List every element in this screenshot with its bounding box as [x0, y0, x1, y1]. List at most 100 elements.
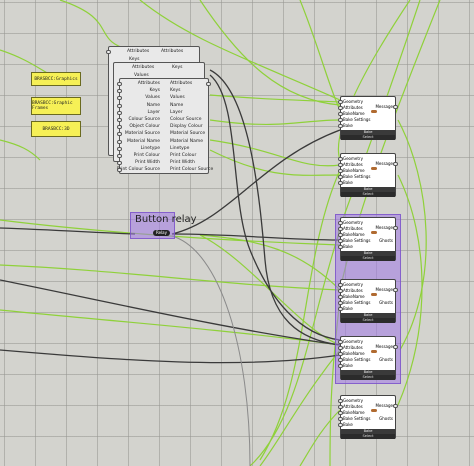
panel-3d[interactable]: BRASBCC:3D [31, 121, 81, 137]
panel-graphics[interactable]: BRASBCC:Graphics [31, 72, 81, 86]
bake-input-port[interactable] [338, 295, 343, 299]
select-button[interactable]: Select [341, 434, 395, 439]
bake-input-port[interactable] [338, 346, 343, 350]
output-label: Attributes [170, 81, 193, 86]
bake-footer: Bake [341, 313, 395, 318]
panel-graphic-frames[interactable]: BRASBCC:Graphic Frames [31, 97, 81, 115]
bake-input-label: BakeName [343, 232, 365, 237]
bake-output-ghosts: Ghosts [379, 238, 393, 243]
bake-input-port[interactable] [338, 417, 343, 421]
input-port[interactable] [117, 103, 122, 108]
gray-wires [171, 235, 251, 466]
bake-input-port[interactable] [338, 181, 343, 185]
bake-input-label: Attributes [343, 162, 363, 167]
input-port[interactable] [117, 89, 122, 94]
bake-input-label: Geometry [343, 398, 363, 403]
panel-text: BRASBCC:3D [42, 126, 70, 132]
bake-input-port[interactable] [338, 399, 343, 403]
bake-input-port[interactable] [338, 112, 343, 116]
bake-input-port[interactable] [338, 352, 343, 356]
bake-input-label: Geometry [343, 220, 363, 225]
green-wires [0, 0, 441, 466]
bake-output-ghosts: Ghosts [379, 357, 393, 362]
bake-input-label: Attributes [343, 345, 363, 350]
bake-input-port[interactable] [338, 157, 343, 161]
bake-cow-icon [371, 293, 377, 296]
bake-output-port[interactable] [393, 288, 398, 292]
bake-input-port[interactable] [338, 163, 343, 167]
bake-input-port[interactable] [338, 358, 343, 362]
bake-input-port[interactable] [338, 301, 343, 305]
input-port[interactable] [117, 161, 122, 166]
bake-input-port[interactable] [338, 227, 343, 231]
bake-output-port[interactable] [393, 162, 398, 166]
input-port[interactable] [117, 96, 122, 101]
bake-input-port[interactable] [338, 423, 343, 427]
input-port[interactable] [117, 82, 122, 86]
select-button[interactable]: Select [341, 318, 395, 323]
panel-text: BRASBCC:Graphic Frames [32, 101, 73, 111]
input-port[interactable] [117, 168, 122, 173]
bake-input-port[interactable] [338, 239, 343, 243]
output-label: Keys [172, 65, 183, 70]
bake-input-port[interactable] [338, 221, 343, 225]
select-button[interactable]: Select [341, 375, 395, 380]
input-port[interactable] [117, 146, 122, 151]
button-relay-group[interactable] [130, 212, 175, 239]
wire [249, 229, 341, 466]
bake-output-message: Message [375, 403, 393, 408]
output-label: Display Colour [170, 124, 203, 130]
bake-output-port[interactable] [393, 105, 398, 109]
wire [259, 169, 341, 461]
bake-input-port[interactable] [338, 169, 343, 173]
bake-input-port[interactable] [338, 106, 343, 110]
input-label: Print Colour Source [116, 167, 160, 173]
input-port[interactable] [117, 154, 122, 158]
bake-input-port[interactable] [338, 124, 343, 128]
wire [209, 69, 341, 346]
bake-input-port[interactable] [338, 245, 343, 249]
bake-input-port[interactable] [338, 100, 343, 104]
bake-output-message: Message [375, 287, 393, 292]
bake-input-port[interactable] [338, 405, 343, 409]
input-label: Values [145, 95, 160, 101]
bake-input-label: Bake Settings [343, 300, 371, 305]
input-port[interactable] [117, 118, 122, 122]
bake-input-port[interactable] [338, 175, 343, 179]
bake-input-port[interactable] [338, 233, 343, 237]
bake-footer: Bake [341, 370, 395, 375]
input-port[interactable] [117, 110, 122, 115]
bake-input-port[interactable] [338, 364, 343, 368]
bake-input-port[interactable] [338, 283, 343, 287]
input-label: Values [134, 73, 149, 78]
bake-output-port[interactable] [393, 226, 398, 230]
bake-output-port[interactable] [393, 404, 398, 408]
input-port[interactable] [117, 139, 122, 144]
input-port[interactable] [106, 50, 111, 54]
select-button[interactable]: Select [341, 135, 395, 140]
bake-input-port[interactable] [338, 289, 343, 293]
wire [209, 149, 341, 176]
output-port[interactable] [206, 82, 211, 86]
bake-input-port[interactable] [338, 340, 343, 344]
bake-input-label: Bake [343, 123, 353, 128]
input-port[interactable] [117, 132, 122, 137]
output-label: Name [170, 102, 184, 108]
relay-button[interactable]: Relay [153, 230, 170, 236]
select-button[interactable]: Select [341, 192, 395, 197]
select-button[interactable]: Select [341, 256, 395, 261]
bake-input-port[interactable] [338, 307, 343, 311]
bake-input-label: Geometry [343, 156, 363, 161]
bake-output-port[interactable] [393, 345, 398, 349]
input-port[interactable] [117, 125, 122, 130]
bake-input-port[interactable] [338, 411, 343, 415]
bake-input-port[interactable] [338, 118, 343, 122]
